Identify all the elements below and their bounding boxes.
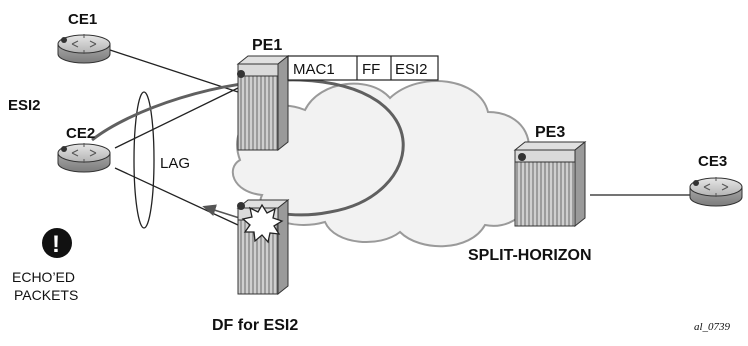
split-horizon-label: SPLIT-HORIZON (468, 247, 592, 264)
pe1-label: PE1 (252, 37, 282, 54)
packet-field-mac: MAC1 (293, 61, 335, 78)
link-ce2-pe1 (115, 88, 238, 148)
ce1-router-icon (58, 34, 110, 63)
packet-field-ff: FF (362, 61, 380, 78)
ce3-label: CE3 (698, 153, 727, 170)
df-label: DF for ESI2 (212, 317, 298, 334)
warning-line2: PACKETS (14, 287, 78, 303)
packet-field-esi: ESI2 (395, 61, 428, 78)
ce2-router-icon (58, 143, 110, 172)
pe1-switch-icon (237, 56, 288, 150)
exclamation-icon: ! (42, 228, 72, 258)
esi-label: ESI2 (8, 97, 41, 114)
pe3-switch-icon (515, 142, 585, 226)
ce3-router-icon (690, 177, 742, 206)
link-ce2-df (115, 168, 238, 225)
ce2-label: CE2 (66, 125, 95, 142)
warning-glyph: ! (52, 231, 60, 258)
link-ce1-pe1 (110, 50, 238, 92)
lag-label: LAG (160, 155, 190, 172)
ce1-label: CE1 (68, 11, 97, 28)
pe3-label: PE3 (535, 124, 565, 141)
figure-id: al_0739 (694, 321, 731, 333)
warning-line1: ECHO’ED (12, 269, 75, 285)
packet-header: MAC1 FF ESI2 (288, 56, 438, 80)
